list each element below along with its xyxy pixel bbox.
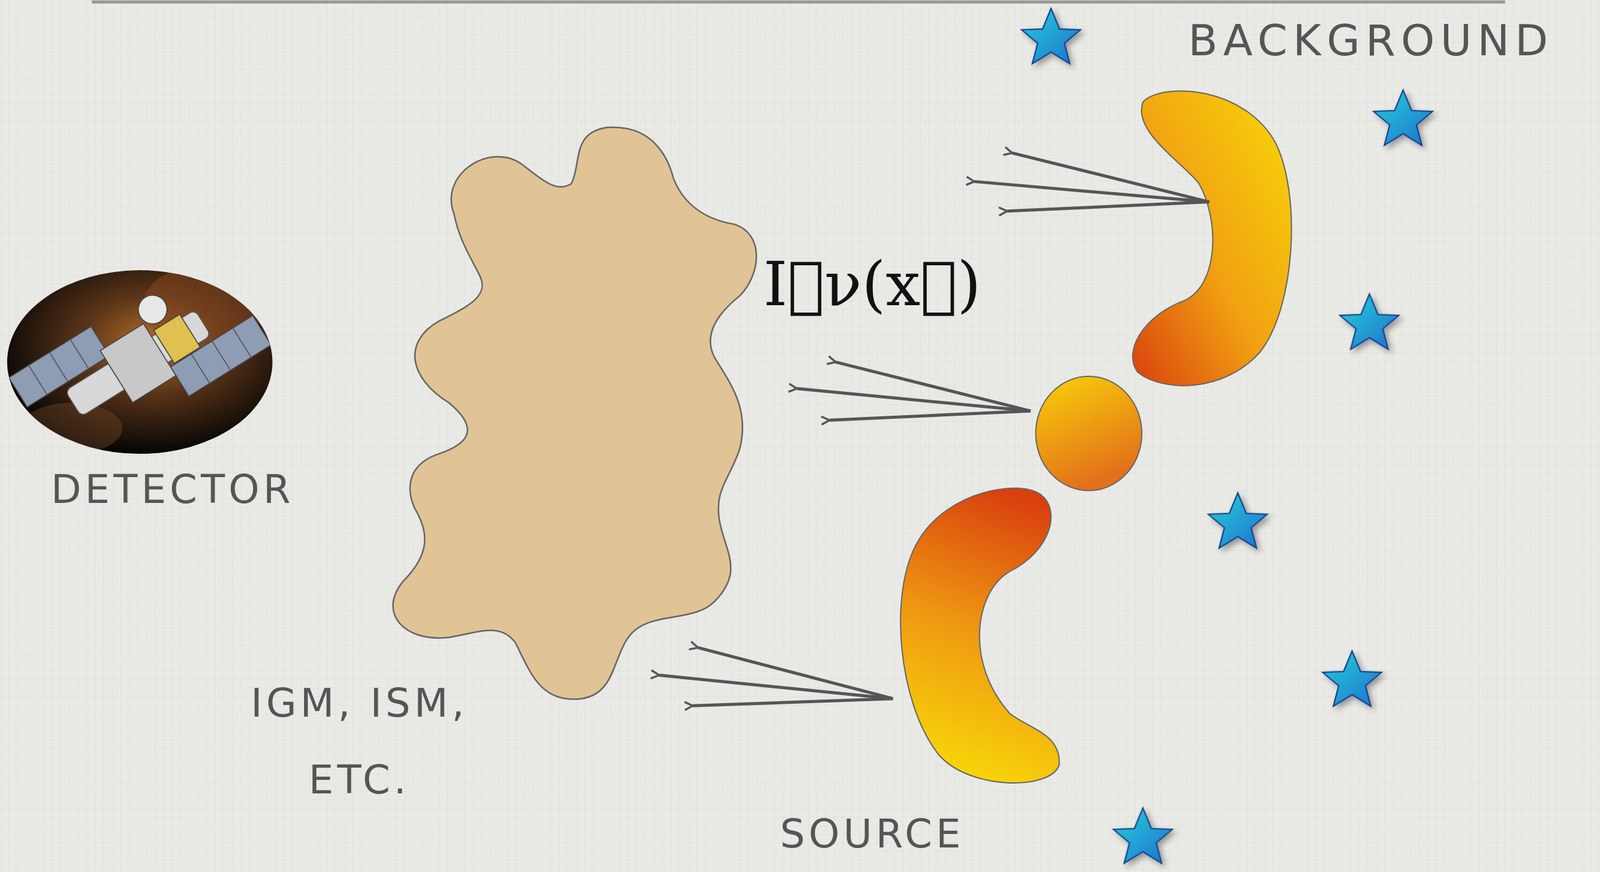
detector-label: DETECTOR xyxy=(50,466,295,513)
detector-image xyxy=(7,250,273,472)
medium-cloud xyxy=(393,127,757,699)
intensity-formula: I⃗ν(x⃗) xyxy=(763,248,982,320)
medium-label: IGM, ISM, ETC. xyxy=(214,665,504,819)
source-label: SOURCE xyxy=(780,811,965,857)
source-top xyxy=(1132,90,1292,386)
ray-arrows xyxy=(659,152,1209,706)
background-label: BACKGROUND xyxy=(1188,15,1554,66)
source-bottom xyxy=(900,488,1059,784)
background-stars xyxy=(1021,8,1433,864)
source-middle xyxy=(1035,376,1142,491)
